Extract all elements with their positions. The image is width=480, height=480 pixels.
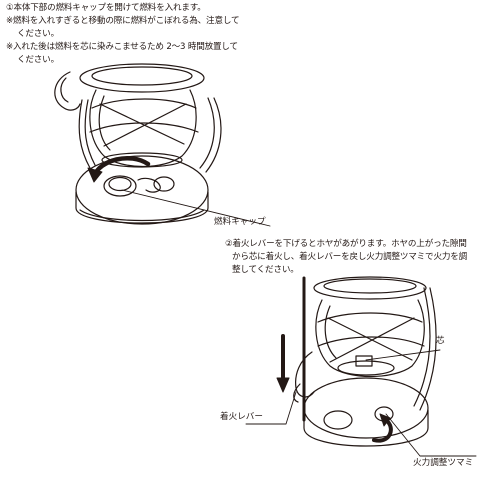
frame-right-inner-2 bbox=[413, 287, 431, 407]
fuel-tank-top-2 bbox=[303, 377, 429, 439]
step1-note1: ※燃料を入れすぎると移動の際に燃料がこぼれる為、注意して bbox=[6, 16, 240, 26]
frame-left-inner bbox=[84, 99, 96, 166]
step1-note2-cont: ください。 bbox=[17, 55, 59, 65]
knob-leader bbox=[385, 413, 477, 457]
wire-guard-cross-1 bbox=[99, 103, 185, 145]
step2-instruction-cont2: 整してください。 bbox=[232, 265, 299, 275]
wick bbox=[355, 355, 373, 367]
frame-left bbox=[78, 99, 91, 169]
ignition-lever-label: 着火レバー bbox=[220, 412, 263, 422]
top-ring-inner-2 bbox=[323, 278, 417, 294]
top-ring bbox=[79, 63, 205, 93]
fuel-cap-label: 燃料キャップ bbox=[214, 217, 266, 227]
ignition-lever-grip bbox=[293, 383, 301, 403]
knob-rotate-arrow-head bbox=[379, 413, 391, 427]
fuel-cap-chain bbox=[137, 177, 161, 193]
flame-knob-label: 火力調整ツマミ bbox=[413, 458, 474, 468]
glass-globe-highlight bbox=[98, 95, 111, 151]
wick-label: 芯 bbox=[436, 336, 445, 346]
burner-collar bbox=[337, 360, 395, 376]
wire-guard-cross-4 bbox=[329, 317, 415, 363]
rotate-arrow-head bbox=[87, 167, 103, 183]
globe-collar bbox=[101, 152, 183, 168]
frame-right bbox=[205, 97, 222, 173]
top-ring-2 bbox=[313, 276, 427, 300]
bail-handle-inner bbox=[60, 77, 69, 103]
wire-guard-cross-2 bbox=[103, 103, 187, 147]
knob-rotate-arrow bbox=[372, 418, 393, 443]
step2-instruction-cont1: から芯に着火し、着火レバーを戻し火力調整ツマミで火力を調 bbox=[232, 252, 468, 262]
fuel-tank-side bbox=[75, 191, 209, 224]
fuel-tank-bottom-line bbox=[79, 209, 205, 222]
wire-guard-cross-3 bbox=[327, 317, 413, 361]
step1-instruction: ①本体下部の燃料キャップを開けて燃料を入れます。 bbox=[6, 3, 206, 13]
step2-instruction: ②着火レバーを下げるとホヤがあがります。ホヤの上がった隙間 bbox=[225, 239, 467, 249]
frame-right-inner bbox=[199, 97, 215, 169]
glass-globe-2 bbox=[315, 299, 425, 378]
top-ring-inner bbox=[91, 66, 193, 86]
wire-guard-mid-2 bbox=[317, 336, 425, 347]
fuel-tank-top bbox=[75, 155, 209, 225]
step1-note1-cont: ください。 bbox=[17, 29, 59, 39]
step1-note2: ※入れた後は燃料を芯に染みこませるため 2〜3 時間放置して bbox=[6, 42, 238, 52]
fuel-tank-side-2 bbox=[303, 409, 429, 447]
glass-globe-highlight-2 bbox=[324, 305, 337, 359]
fuel-cap-top bbox=[108, 176, 132, 192]
tank-knob bbox=[153, 176, 175, 192]
wick-leader bbox=[365, 349, 441, 361]
fuel-cap-2 bbox=[323, 410, 353, 430]
fuel-cap-leader bbox=[121, 189, 271, 227]
fuel-cap bbox=[103, 175, 137, 197]
wire-guard-mid bbox=[89, 122, 199, 133]
lever-down-arrow-head bbox=[276, 377, 290, 393]
bail-handle bbox=[54, 71, 81, 111]
lever-leader bbox=[245, 391, 297, 425]
